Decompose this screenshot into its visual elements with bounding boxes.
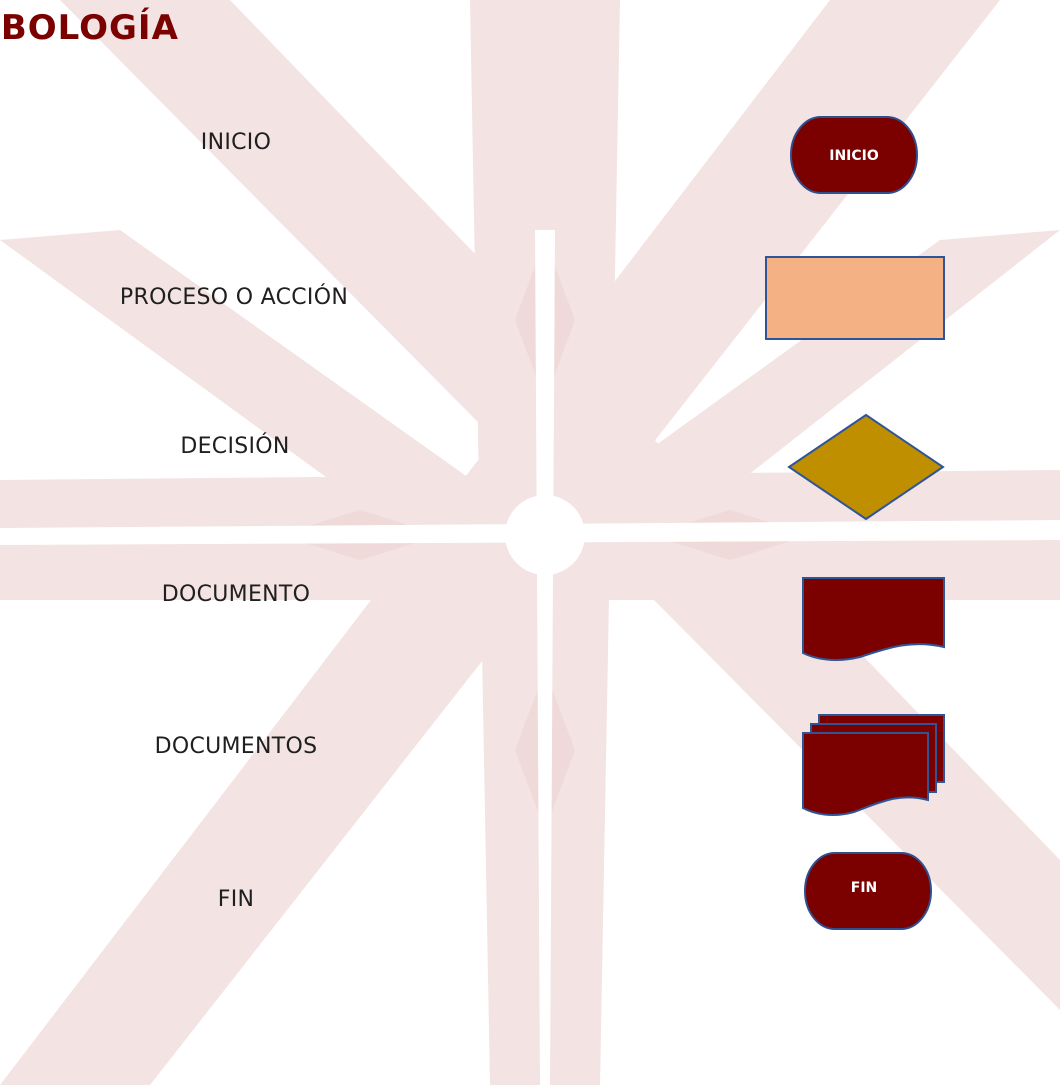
- decision-symbol: [787, 413, 945, 521]
- legend-label-decision: DECISIÓN: [180, 434, 290, 459]
- multi-document-symbol: [802, 714, 945, 816]
- legend-label-documento: DOCUMENTO: [161, 582, 311, 607]
- legend-label-fin: FIN: [217, 887, 255, 912]
- terminal-end-text: FIN: [851, 880, 878, 896]
- page-title: MBOLOGÍA: [0, 8, 179, 48]
- legend-label-documentos: DOCUMENTOS: [154, 734, 318, 759]
- terminal-end-symbol: FIN: [804, 852, 932, 930]
- legend-label-proceso: PROCESO O ACCIÓN: [119, 285, 349, 310]
- process-symbol: [765, 256, 945, 340]
- document-symbol: [802, 577, 945, 661]
- terminal-start-symbol: INICIO: [790, 116, 918, 194]
- terminal-start-text: INICIO: [829, 148, 879, 164]
- legend-label-inicio: INICIO: [200, 130, 272, 155]
